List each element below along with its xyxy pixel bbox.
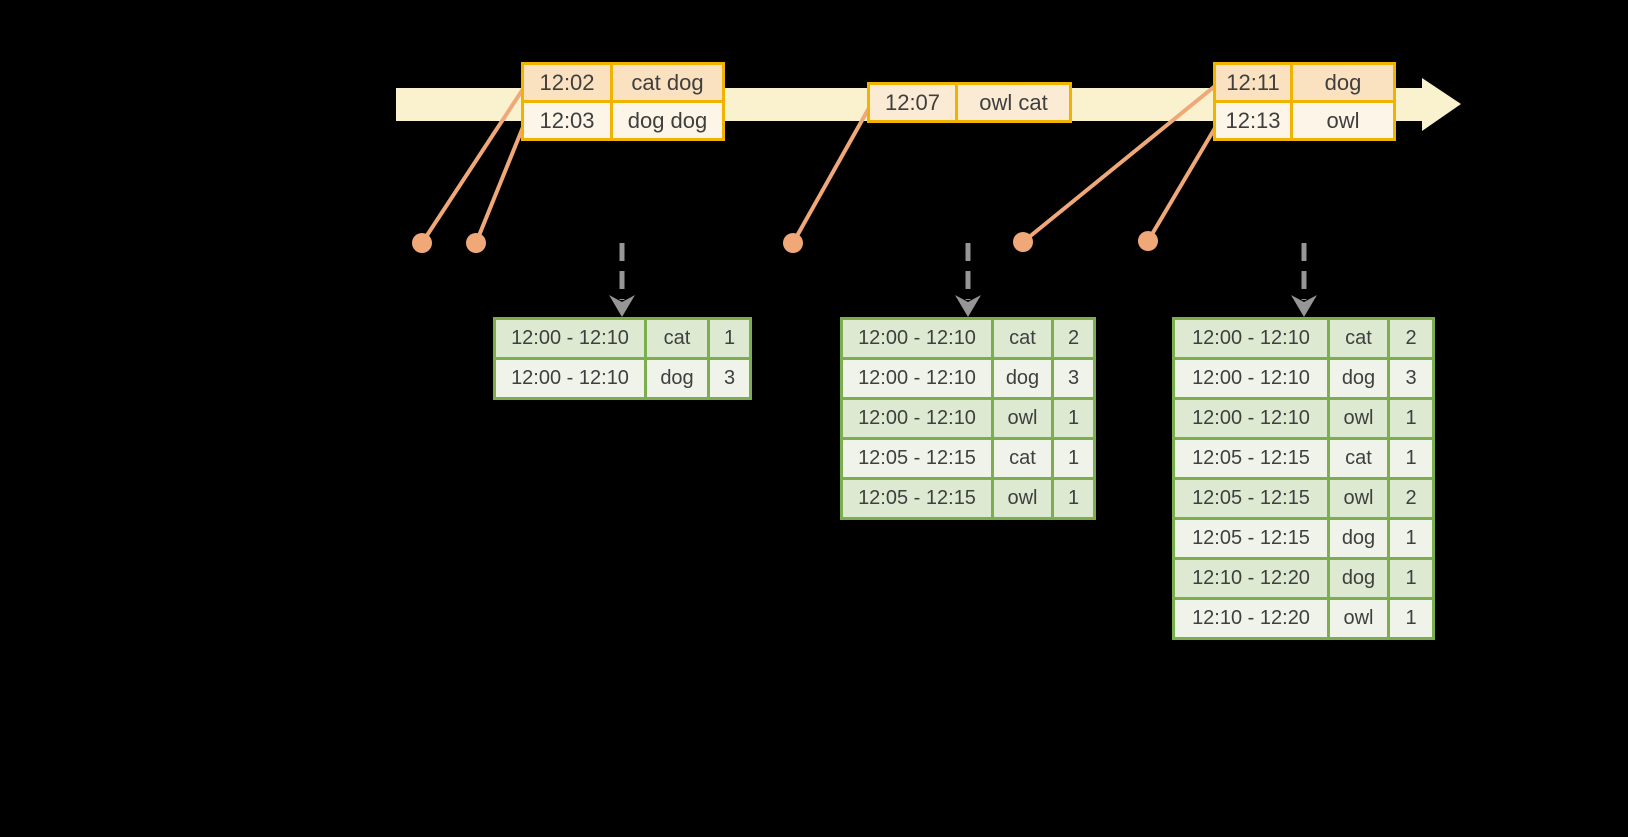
event-connector-line <box>791 107 871 244</box>
event-time-cell: 12:02 <box>524 65 610 100</box>
trigger-arrowhead-icon <box>609 295 635 317</box>
event-connector-line <box>420 87 525 245</box>
count-cell: 3 <box>1054 360 1093 397</box>
animal-cell: owl <box>994 480 1051 517</box>
window-cell: 12:10 - 12:20 <box>1175 600 1327 637</box>
animal-cell: owl <box>994 400 1051 437</box>
animal-cell: cat <box>994 320 1051 357</box>
event-time-cell: 12:03 <box>524 103 610 138</box>
animal-cell: cat <box>647 320 707 357</box>
timeline-arrowhead-icon <box>1422 78 1461 131</box>
window-cell: 12:00 - 12:10 <box>843 400 991 437</box>
animal-cell: dog <box>1330 360 1387 397</box>
count-cell: 1 <box>1390 440 1432 477</box>
event-words-cell: owl <box>1293 103 1393 138</box>
event-connector-line <box>1021 84 1217 244</box>
window-cell: 12:00 - 12:10 <box>1175 320 1327 357</box>
count-cell: 1 <box>1390 560 1432 597</box>
animal-cell: owl <box>1330 480 1387 517</box>
animal-cell: dog <box>1330 560 1387 597</box>
event-dot <box>1138 231 1158 251</box>
trigger-arrowhead-icon <box>955 295 981 317</box>
event-words-cell: owl cat <box>958 85 1069 120</box>
count-cell: 2 <box>1054 320 1093 357</box>
count-cell: 1 <box>710 320 749 357</box>
animal-cell: owl <box>1330 400 1387 437</box>
window-cell: 12:05 - 12:15 <box>843 480 991 517</box>
window-cell: 12:00 - 12:10 <box>1175 400 1327 437</box>
window-cell: 12:00 - 12:10 <box>843 320 991 357</box>
animal-cell: cat <box>1330 320 1387 357</box>
event-dot <box>783 233 803 253</box>
count-cell: 2 <box>1390 320 1432 357</box>
event-connector-line <box>474 126 525 244</box>
animal-cell: owl <box>1330 600 1387 637</box>
window-cell: 12:00 - 12:10 <box>843 360 991 397</box>
animal-cell: dog <box>994 360 1051 397</box>
trigger-arrowhead-icon <box>1291 295 1317 317</box>
window-cell: 12:05 - 12:15 <box>843 440 991 477</box>
event-words-cell: dog <box>1293 65 1393 100</box>
count-cell: 1 <box>1054 400 1093 437</box>
count-cell: 1 <box>1390 520 1432 557</box>
animal-cell: dog <box>1330 520 1387 557</box>
window-cell: 12:00 - 12:10 <box>1175 360 1327 397</box>
window-cell: 12:05 - 12:15 <box>1175 520 1327 557</box>
window-cell: 12:00 - 12:10 <box>496 360 644 397</box>
event-time-cell: 12:11 <box>1216 65 1290 100</box>
count-cell: 3 <box>1390 360 1432 397</box>
window-cell: 12:05 - 12:15 <box>1175 440 1327 477</box>
event-dot <box>412 233 432 253</box>
count-cell: 1 <box>1054 440 1093 477</box>
event-time-cell: 12:13 <box>1216 103 1290 138</box>
window-cell: 12:00 - 12:10 <box>496 320 644 357</box>
event-words-cell: dog dog <box>613 103 722 138</box>
window-cell: 12:05 - 12:15 <box>1175 480 1327 517</box>
window-cell: 12:10 - 12:20 <box>1175 560 1327 597</box>
event-time-cell: 12:07 <box>870 85 955 120</box>
animal-cell: dog <box>647 360 707 397</box>
animal-cell: cat <box>994 440 1051 477</box>
animal-cell: cat <box>1330 440 1387 477</box>
event-words-cell: cat dog <box>613 65 722 100</box>
count-cell: 3 <box>710 360 749 397</box>
event-connector-line <box>1146 126 1217 243</box>
event-dot <box>466 233 486 253</box>
count-cell: 1 <box>1390 600 1432 637</box>
count-cell: 1 <box>1054 480 1093 517</box>
count-cell: 1 <box>1390 400 1432 437</box>
event-dot <box>1013 232 1033 252</box>
count-cell: 2 <box>1390 480 1432 517</box>
